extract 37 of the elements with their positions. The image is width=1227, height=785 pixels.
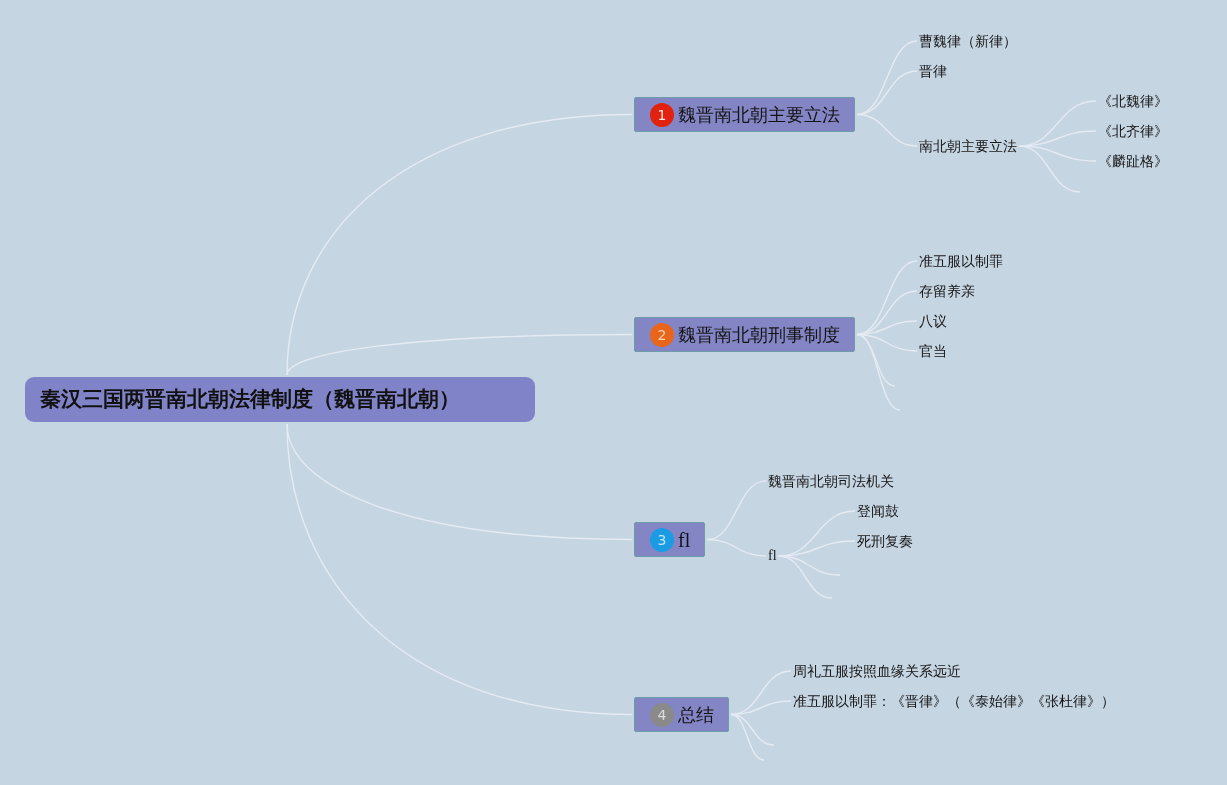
topic-box bbox=[634, 522, 706, 557]
subtopic-label: 南北朝主要立法 bbox=[919, 136, 1017, 156]
subtopic-label: 官当 bbox=[919, 341, 947, 361]
subtopic-label: 周礼五服按照血缘关系远近 bbox=[793, 661, 961, 681]
subtopic-label: 晋律 bbox=[919, 61, 947, 81]
branch-line bbox=[286, 333, 633, 376]
subtopic-label: fl bbox=[768, 546, 777, 566]
subtopic-label: 八议 bbox=[919, 311, 947, 331]
branch-line bbox=[706, 538, 767, 557]
topic-label: 魏晋南北朝主要立法 bbox=[678, 102, 840, 127]
number-badge: 3 bbox=[650, 527, 674, 552]
topic-box bbox=[634, 697, 729, 732]
topic-label: fl bbox=[678, 527, 691, 552]
topic-label: 总结 bbox=[678, 702, 714, 727]
branch-line bbox=[286, 423, 633, 716]
topic-label: 魏晋南北朝刑事制度 bbox=[678, 322, 840, 347]
central-topic: 秦汉三国两晋南北朝法律制度（魏晋南北朝） bbox=[25, 377, 535, 422]
subtopic-label: 准五服以制罪 bbox=[919, 251, 1003, 271]
topic-box bbox=[634, 97, 855, 132]
branch-line bbox=[856, 260, 918, 336]
topic-box bbox=[634, 317, 855, 352]
subtopic-label: 存留养亲 bbox=[919, 281, 975, 301]
number-badge: 2 bbox=[650, 322, 674, 347]
subtopic-label: 魏晋南北朝司法机关 bbox=[768, 471, 894, 491]
subtopic-label: 曹魏律（新律） bbox=[919, 31, 1017, 51]
subtopic-label: 准五服以制罪：《晋律》（《泰始律》《张杜律》） bbox=[793, 691, 1115, 711]
branch-line bbox=[856, 113, 918, 147]
number-badge: 1 bbox=[650, 102, 674, 127]
number-badge: 4 bbox=[650, 702, 674, 727]
branch-line bbox=[856, 40, 918, 116]
subtopic-label: 《麟趾格》 bbox=[1098, 151, 1168, 171]
subtopic-label: 《北齐律》 bbox=[1098, 121, 1168, 141]
subtopic-label: 登闻鼓 bbox=[857, 501, 899, 521]
branch-line bbox=[730, 713, 765, 761]
subtopic-label: 《北魏律》 bbox=[1098, 91, 1168, 111]
branch-line bbox=[286, 113, 633, 376]
subtopic-label: 死刑复奏 bbox=[857, 531, 913, 551]
